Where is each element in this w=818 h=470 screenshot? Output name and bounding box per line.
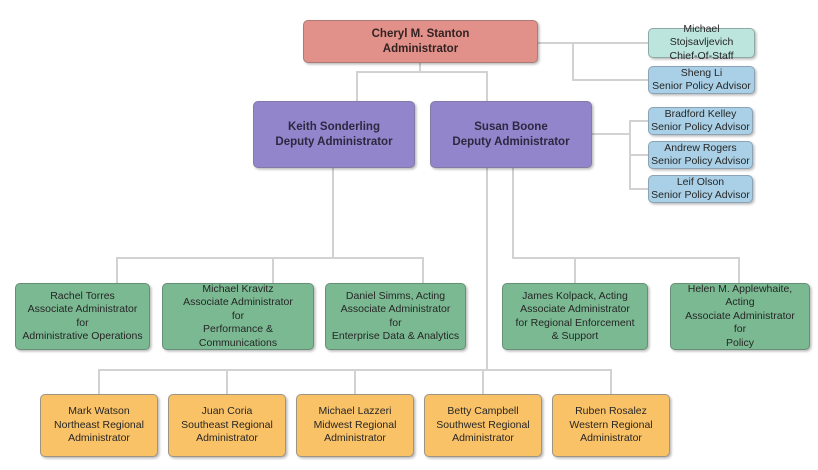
connector-advisors-bracket (592, 120, 648, 190)
node-rachel-torres: Rachel Torres Associate Administrator fo… (15, 283, 150, 350)
node-betty-campbell: Betty Campbell Southwest Regional Admini… (424, 394, 542, 457)
node-susan-boone: Susan Boone Deputy Administrator (430, 101, 592, 168)
connector-susan-subtree (512, 168, 740, 283)
node-michael-kravitz: Michael Kravitz Associate Administrator … (162, 283, 314, 350)
connector-regional-subtree (98, 168, 612, 394)
node-leif-olson: Leif Olson Senior Policy Advisor (648, 175, 753, 203)
node-andrew-rogers: Andrew Rogers Senior Policy Advisor (648, 141, 753, 169)
node-keith-sonderling: Keith Sonderling Deputy Administrator (253, 101, 415, 168)
node-helen-applewhaite: Helen M. Applewhaite, Acting Associate A… (670, 283, 810, 350)
node-ruben-rosalez: Ruben Rosalez Western Regional Administr… (552, 394, 670, 457)
connector-keith-subtree (116, 168, 424, 283)
node-daniel-simms: Daniel Simms, Acting Associate Administr… (325, 283, 466, 350)
connector-staff-bracket (538, 42, 648, 81)
node-michael-lazzeri: Michael Lazzeri Midwest Regional Adminis… (296, 394, 414, 457)
node-bradford-kelley: Bradford Kelley Senior Policy Advisor (648, 107, 753, 135)
node-cheryl-stanton: Cheryl M. Stanton Administrator (303, 20, 538, 63)
node-juan-coria: Juan Coria Southeast Regional Administra… (168, 394, 286, 457)
node-sheng-li: Sheng Li Senior Policy Advisor (648, 66, 755, 94)
node-james-kolpack: James Kolpack, Acting Associate Administ… (502, 283, 648, 350)
node-michael-stojsavljevich: Michael Stojsavljevich Chief-Of-Staff (648, 23, 755, 62)
node-mark-watson: Mark Watson Northeast Regional Administr… (40, 394, 158, 457)
connector-deputies (356, 63, 488, 101)
